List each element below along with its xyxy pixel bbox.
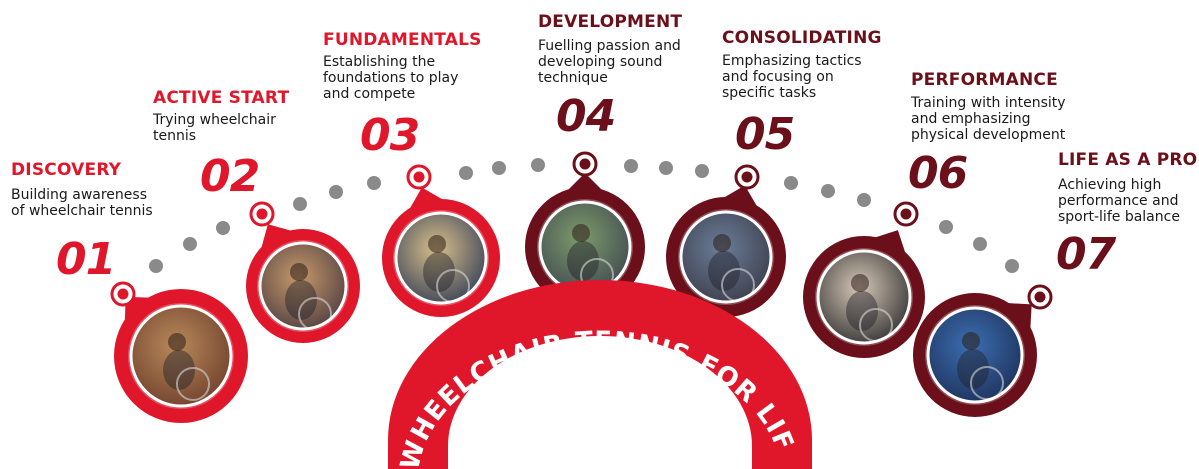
arc-dot-16	[939, 220, 953, 234]
arc-dot-4	[293, 197, 307, 211]
arc-dot-8	[492, 161, 506, 175]
stage-4-photo	[540, 202, 630, 292]
stage-7-photo-frame	[926, 306, 1024, 404]
arc-dot-17	[973, 237, 987, 251]
banner-arch	[388, 280, 812, 469]
arc-dot-7	[459, 166, 473, 180]
stage-1-description: Building awareness of wheelchair tennis	[11, 187, 153, 219]
arc-dot-1	[149, 259, 163, 273]
arc-dot-3	[216, 221, 230, 235]
stage-4-number: 04	[556, 91, 616, 142]
stage-1-photo-frame	[129, 304, 233, 408]
stage-2-number: 02	[200, 151, 260, 202]
arc-dot-11	[659, 161, 673, 175]
stage-6-photo	[818, 251, 910, 343]
arc-dot-2	[183, 237, 197, 251]
stage-6-description: Training with intensity and emphasizing …	[911, 95, 1066, 143]
stage-3-number: 03	[360, 110, 420, 161]
stage-5-number: 05	[735, 109, 795, 160]
arc-dot-15	[857, 193, 871, 207]
arc-dot-13	[784, 176, 798, 190]
stage-3-description: Establishing the foundations to play and…	[323, 54, 459, 102]
stage-4-title: DEVELOPMENT	[538, 12, 683, 32]
stage-6-photo-frame	[816, 249, 912, 345]
stage-5-description: Emphasizing tactics and focusing on spec…	[722, 53, 862, 101]
stage-1-number: 01	[56, 234, 116, 285]
stage-4-node-center	[579, 158, 591, 170]
stage-1-title: DISCOVERY	[11, 160, 122, 180]
stage-5-photo	[681, 212, 771, 302]
arc-dot-6	[367, 176, 381, 190]
stage-2-photo	[260, 243, 346, 329]
arc-dot-18	[1005, 259, 1019, 273]
arc-dot-5	[329, 185, 343, 199]
stage-6-title: PERFORMANCE	[911, 70, 1058, 90]
stage-5-title: CONSOLIDATING	[722, 28, 882, 48]
stage-7-number: 07	[1056, 229, 1116, 280]
stage-2-photo-frame	[258, 241, 348, 331]
stage-2-node-center	[256, 208, 268, 220]
stage-7-node-center	[1034, 291, 1046, 303]
stage-4-description: Fuelling passion and developing sound te…	[538, 38, 681, 86]
stage-7-description: Achieving high performance and sport-lif…	[1058, 177, 1180, 225]
stage-1-photo	[131, 306, 231, 406]
arc-dot-12	[695, 164, 709, 178]
stage-5-photo-frame	[679, 210, 773, 304]
stage-7-title: LIFE AS A PRO	[1058, 150, 1198, 170]
arc-dot-14	[821, 184, 835, 198]
stage-2-title: ACTIVE START	[153, 88, 290, 108]
stage-5-node-center	[741, 171, 753, 183]
stage-3-photo	[396, 213, 486, 303]
stage-2-description: Trying wheelchair tennis	[153, 112, 276, 144]
stage-6-number: 06	[908, 148, 968, 199]
stage-3-title: FUNDAMENTALS	[323, 30, 482, 50]
arc-dot-9	[531, 158, 545, 172]
arc-dot-10	[624, 159, 638, 173]
stage-1-node-center	[117, 288, 129, 300]
stage-7-photo	[928, 308, 1022, 402]
stage-3-node-center	[413, 171, 425, 183]
stage-6-node-center	[900, 208, 912, 220]
stage-3-photo-frame	[394, 211, 488, 305]
